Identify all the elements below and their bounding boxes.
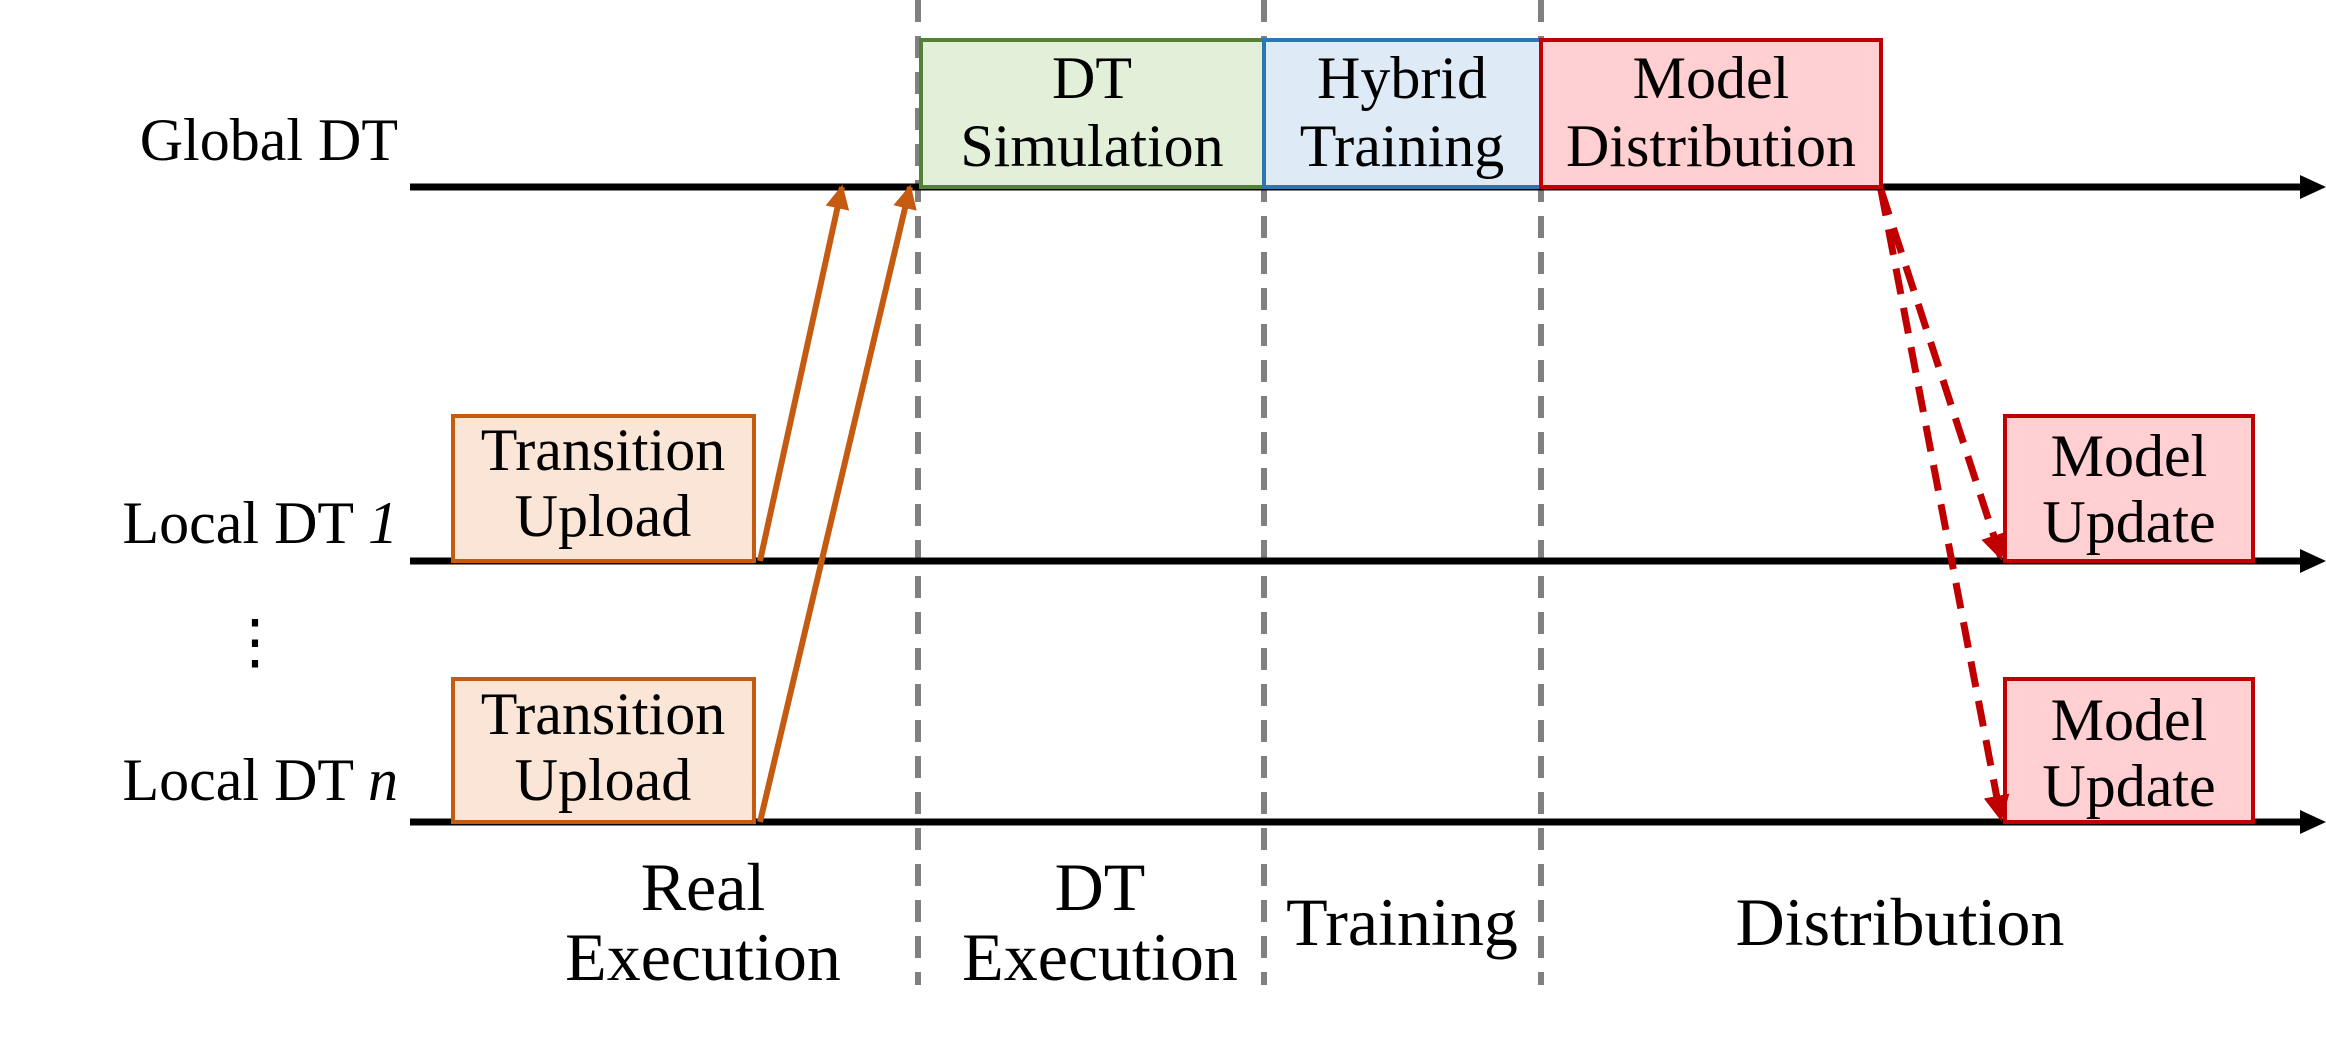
local-dt-1-label: Local DT 1 bbox=[123, 490, 398, 556]
hybrid-training-line-1: Hybrid bbox=[1317, 45, 1487, 111]
distribution-arrow-local-1 bbox=[1877, 188, 2007, 561]
local-dt-1-prefix: Local DT bbox=[123, 490, 368, 556]
model-update-1-line-1: Model bbox=[2051, 423, 2208, 489]
model-update-n-line-2: Update bbox=[2042, 753, 2215, 819]
transition-upload-n-line-1: Transition bbox=[481, 681, 726, 747]
phase-dt-execution-line-2: Execution bbox=[962, 919, 1238, 995]
model-distribution-line-1: Model bbox=[1633, 45, 1790, 111]
model-update-1-box bbox=[2003, 414, 2255, 563]
model-update-1-line-2: Update bbox=[2042, 489, 2215, 555]
phase-real-execution-line-1: Real bbox=[641, 849, 766, 925]
upload-arrow-local-n bbox=[757, 184, 917, 823]
dt-simulation-line-2: Simulation bbox=[960, 113, 1223, 179]
local-dt-n-label: Local DT n bbox=[123, 747, 398, 813]
model-update-n-box bbox=[2003, 677, 2255, 824]
model-distribution-line-2: Distribution bbox=[1566, 113, 1856, 179]
ellipsis-label: ⋮ bbox=[225, 609, 285, 675]
local-dt-n-arrowhead-icon bbox=[2300, 810, 2326, 834]
phase-real-execution-line-2: Execution bbox=[565, 919, 841, 995]
upload-arrow-local-1 bbox=[757, 184, 850, 562]
transition-upload-1-line-2: Upload bbox=[515, 483, 692, 549]
hybrid-training-box bbox=[1262, 38, 1543, 189]
dt-simulation-line-1: DT bbox=[1052, 45, 1132, 111]
model-distribution-box bbox=[1539, 38, 1883, 189]
local-dt-n-index: n bbox=[368, 747, 398, 813]
local-dt-1-arrowhead-icon bbox=[2300, 549, 2326, 573]
distribution-arrow-local-n bbox=[1877, 189, 2010, 822]
transition-upload-n-box bbox=[451, 677, 756, 824]
model-update-n-line-1: Model bbox=[2051, 687, 2208, 753]
local-dt-n-prefix: Local DT bbox=[123, 747, 368, 813]
hybrid-training-line-2: Training bbox=[1300, 113, 1505, 179]
phase-dt-execution-line-1: DT bbox=[1055, 849, 1146, 925]
global-dt-arrowhead-icon bbox=[2300, 175, 2326, 199]
dt-simulation-box bbox=[919, 38, 1266, 189]
transition-upload-1-line-1: Transition bbox=[481, 417, 726, 483]
transition-upload-1-box bbox=[451, 414, 756, 563]
phase-distribution: Distribution bbox=[1736, 884, 2065, 960]
global-dt-label: Global DT bbox=[140, 107, 398, 173]
phase-training: Training bbox=[1286, 884, 1518, 960]
local-dt-1-index: 1 bbox=[368, 490, 398, 556]
transition-upload-n-line-2: Upload bbox=[515, 747, 692, 813]
